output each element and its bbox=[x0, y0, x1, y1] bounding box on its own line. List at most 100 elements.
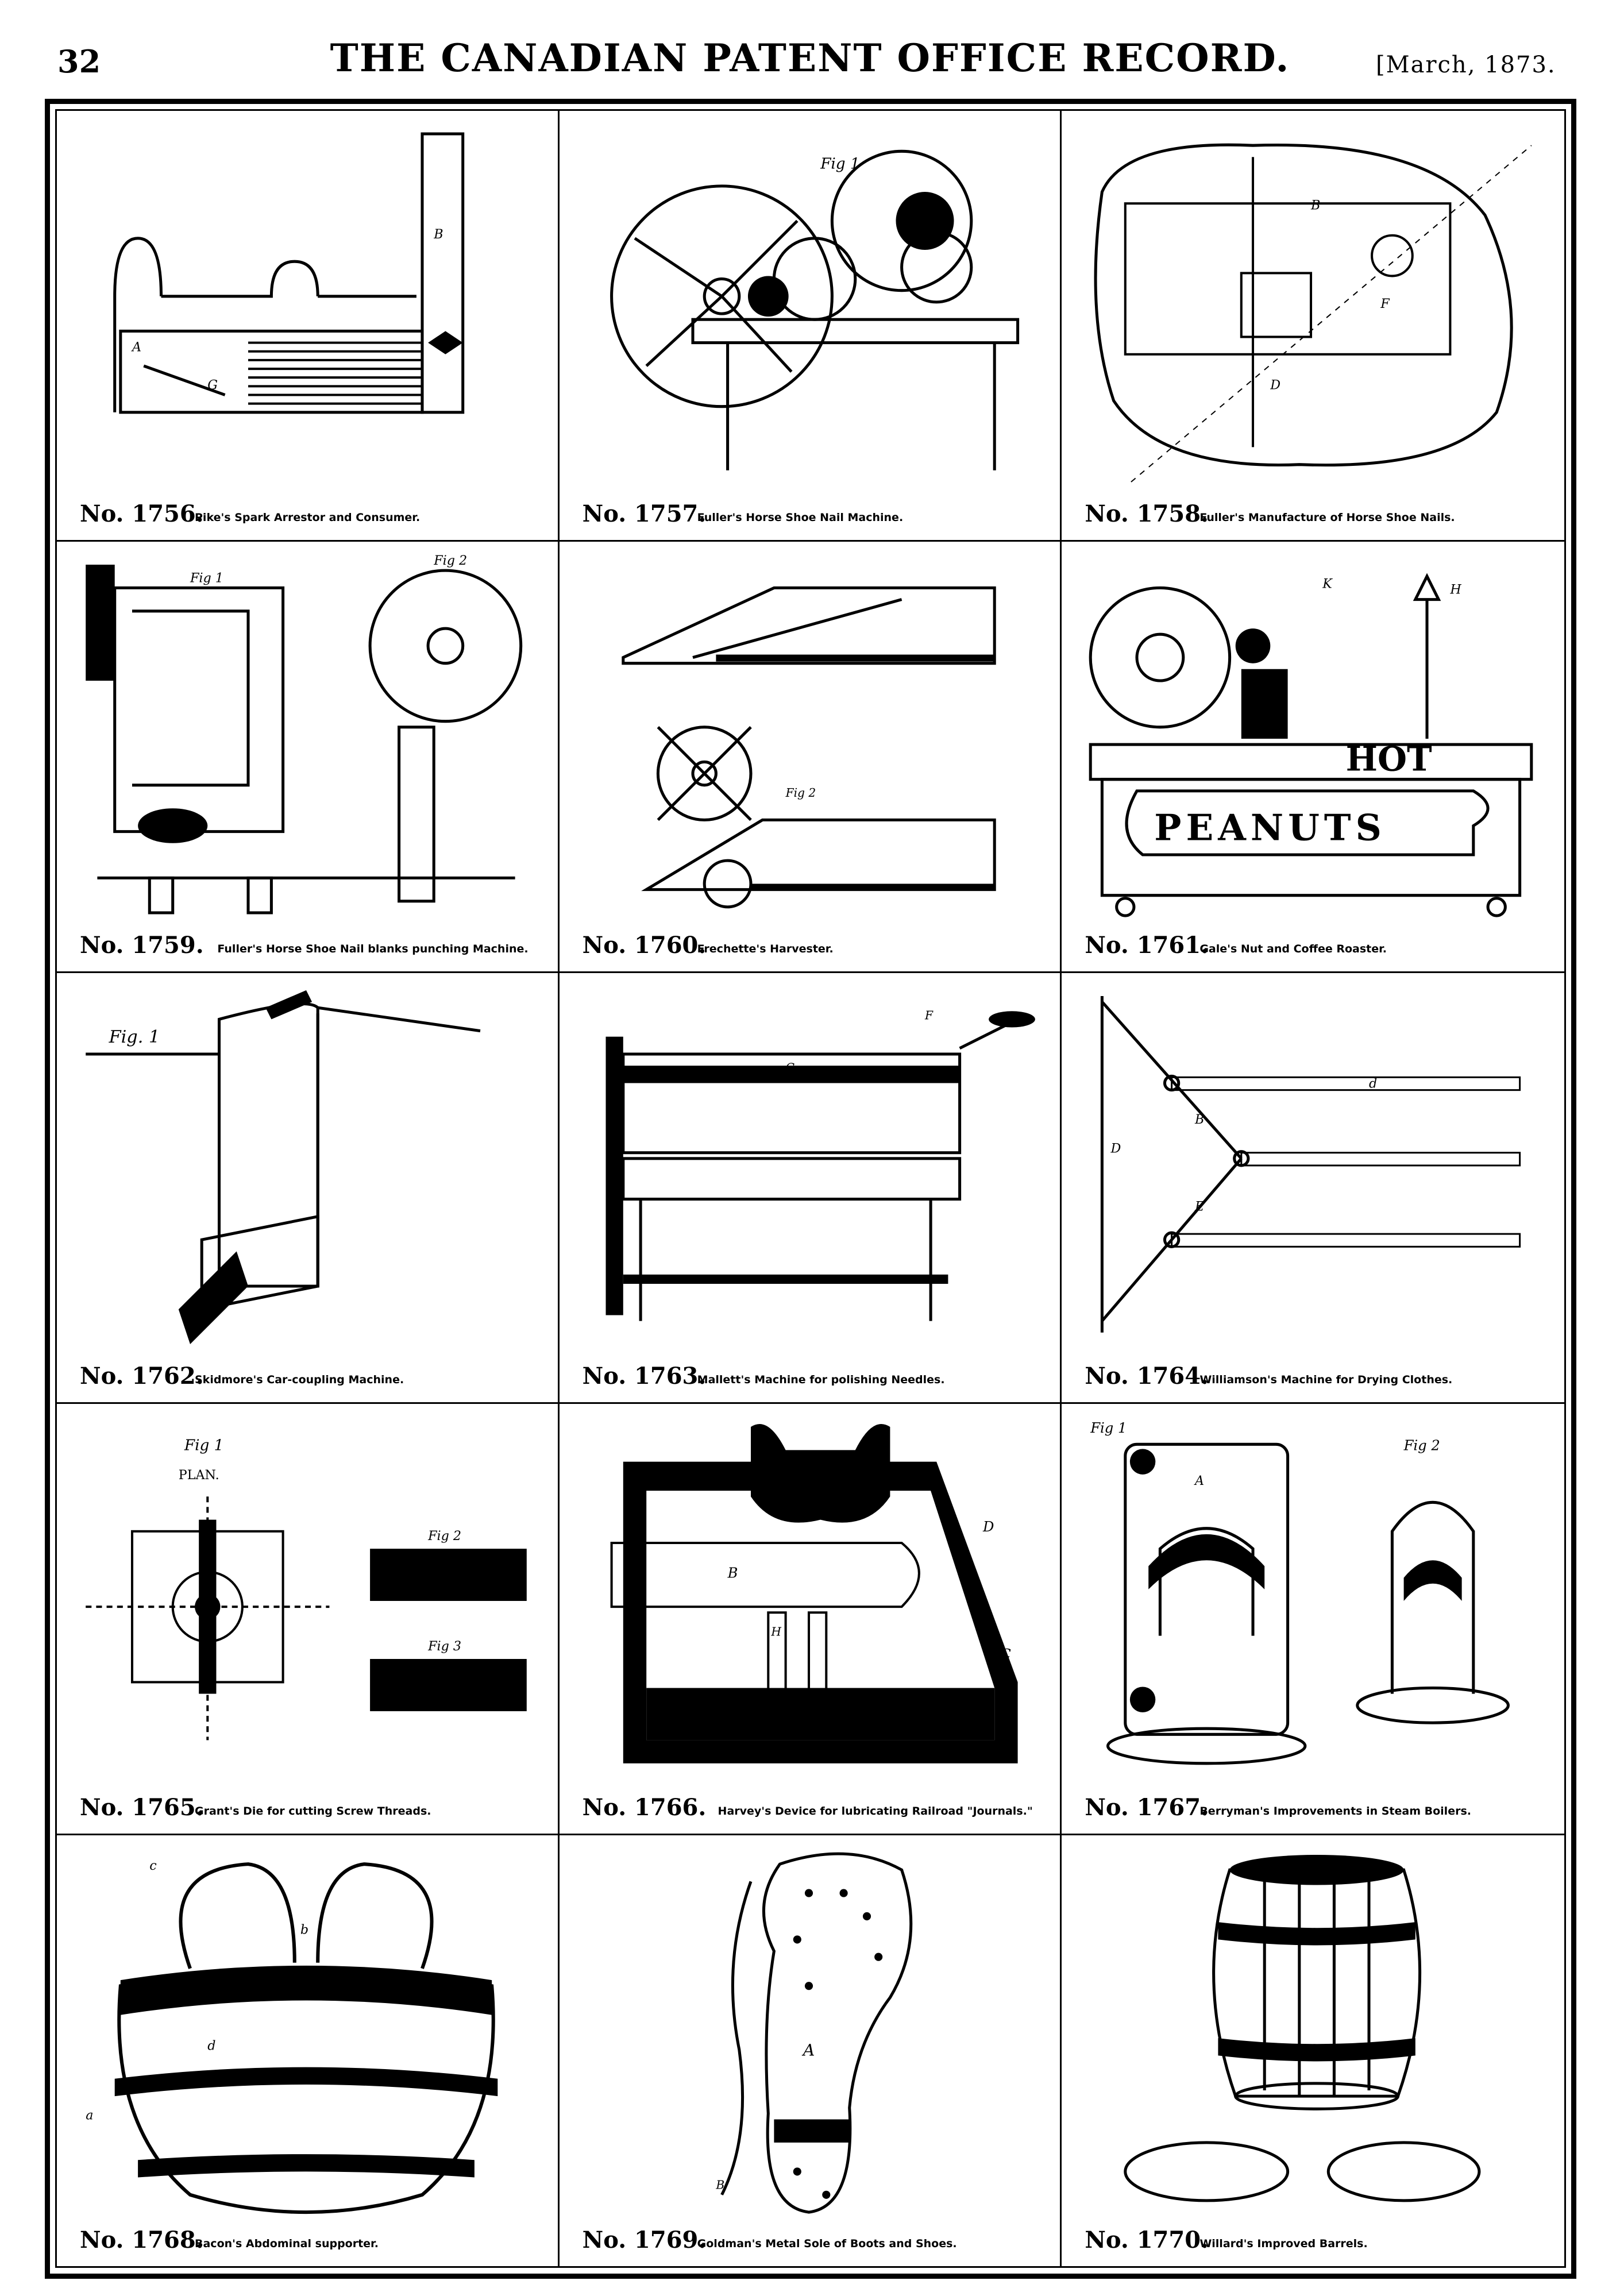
fig-letter: A bbox=[628, 1570, 639, 1587]
patent-cell: Fig. 1 No. 1762. Skidmore's Car-coupling… bbox=[57, 973, 560, 1404]
patent-cell: Fig 1 No. 1757. Fuller's Horse Shoe Nail… bbox=[559, 111, 1062, 542]
illustration: A B D C H bbox=[577, 1414, 1041, 1788]
illustration: HOT PEANUTS K H bbox=[1079, 552, 1543, 925]
fig-label: Fig 2 bbox=[433, 553, 467, 568]
fig-label: Fig 2 bbox=[427, 1529, 461, 1543]
steam-boiler-drawing: Fig 1 Fig 2 A bbox=[1090, 1419, 1510, 1765]
fig-label: Fig 3 bbox=[427, 1639, 461, 1654]
fig-letter: D bbox=[982, 1518, 994, 1535]
fig-letter: A bbox=[131, 340, 141, 355]
patent-title: Pike's Spark Arrestor and Consumer. bbox=[195, 511, 421, 524]
patent-number: No. 1766. bbox=[582, 1793, 707, 1821]
fig-label: Fig 1 bbox=[190, 571, 223, 586]
patent-number: No. 1762. bbox=[80, 1363, 204, 1390]
barrel-drawing bbox=[1124, 1854, 1481, 2202]
illustration: Fig 1 Fig 2 bbox=[74, 552, 538, 925]
patent-title: Fuller's Horse Shoe Nail blanks punching… bbox=[217, 942, 529, 955]
patent-title: Skidmore's Car-coupling Machine. bbox=[195, 1373, 404, 1387]
metal-sole-drawing: A B bbox=[715, 1852, 912, 2214]
journal-lubricator-drawing: A B D C H bbox=[610, 1424, 1018, 1764]
patent-number: No. 1760. bbox=[582, 931, 707, 959]
illustration: B F D bbox=[1079, 121, 1543, 495]
patent-number: No. 1767. bbox=[1085, 1793, 1209, 1821]
illustration: D B d E bbox=[1079, 983, 1543, 1357]
fig-letter: C bbox=[1000, 1646, 1011, 1662]
patent-cell: Fig 1 PLAN. Fig 2 Fig 3 No. 1765. Grant'… bbox=[57, 1404, 560, 1835]
patent-cell: B F D No. 1758. Fuller's Manufacture of … bbox=[1062, 111, 1564, 542]
plan-label: PLAN. bbox=[179, 1468, 219, 1483]
fig-letter: K bbox=[1322, 577, 1333, 592]
fig-letter: F bbox=[1380, 296, 1391, 311]
fig-label: Fig 1 bbox=[820, 156, 859, 173]
patent-number: No. 1765. bbox=[80, 1793, 204, 1821]
fig-letter: E bbox=[1194, 1199, 1204, 1214]
patent-title: Willard's Improved Barrels. bbox=[1199, 2237, 1368, 2250]
patent-title: Berryman's Improvements in Steam Boilers… bbox=[1199, 1804, 1471, 1817]
fig-letter: H bbox=[770, 1625, 781, 1639]
abdominal-supporter-drawing: a b c d bbox=[86, 1858, 498, 2214]
harvester-drawing: Fig 2 bbox=[621, 586, 996, 909]
clothes-dryer-drawing: D B d E bbox=[1101, 995, 1521, 1333]
patent-title: Fuller's Manufacture of Horse Shoe Nails… bbox=[1199, 511, 1455, 524]
page-header: 32 THE CANADIAN PATENT OFFICE RECORD. [M… bbox=[0, 0, 1620, 98]
fig-letter: D bbox=[1270, 377, 1281, 392]
patent-cell: D B d E No. 1764. Williamson's Machine f… bbox=[1062, 973, 1564, 1404]
patent-number: No. 1763. bbox=[582, 1363, 707, 1390]
fig-letter: F bbox=[924, 1008, 934, 1022]
fig-letter: b bbox=[300, 1922, 308, 1937]
fig-label: Fig 2 bbox=[785, 786, 816, 800]
patent-cell: No. 1770. Willard's Improved Barrels. bbox=[1062, 1835, 1564, 2266]
patent-cell: HOT PEANUTS K H No. 1761. Gale's Nut and… bbox=[1062, 542, 1564, 973]
inner-frame bbox=[55, 109, 1566, 2268]
fig-label: Fig 2 bbox=[1403, 1437, 1440, 1454]
patent-cell: A B G No. 1756. Pike's Spark Arrestor an… bbox=[57, 111, 560, 542]
patent-number: No. 1768. bbox=[80, 2226, 204, 2253]
spark-arrestor-drawing: A B G bbox=[113, 132, 465, 414]
patent-cell: A B No. 1769. Goldman's Metal Sole of Bo… bbox=[560, 1835, 1062, 2266]
fig-letter: B bbox=[433, 227, 443, 242]
patent-number: No. 1756. bbox=[80, 500, 204, 528]
fig-letter: d bbox=[1369, 1076, 1377, 1091]
nut-roaster-drawing: HOT PEANUTS K H bbox=[1089, 573, 1533, 917]
patent-title: Mallett's Machine for polishing Needles. bbox=[697, 1373, 945, 1387]
patent-title: Fuller's Horse Shoe Nail Machine. bbox=[697, 511, 904, 524]
fig-letter: C bbox=[785, 1060, 794, 1074]
sign-peanuts: PEANUTS bbox=[1155, 807, 1387, 849]
illustration: Fig. 1 bbox=[74, 983, 538, 1357]
patent-number: No. 1764. bbox=[1085, 1363, 1209, 1390]
patent-number: No. 1758. bbox=[1085, 500, 1209, 528]
fig-letter: B bbox=[1194, 1112, 1204, 1127]
patent-title: Grant's Die for cutting Screw Threads. bbox=[195, 1804, 431, 1817]
fig-letter: a bbox=[86, 2108, 93, 2123]
patent-cell: Fig 1 Fig 2 No. 1759. Fuller's Horse Sho… bbox=[57, 542, 560, 973]
illustration: Fig 1 PLAN. Fig 2 Fig 3 bbox=[74, 1414, 538, 1788]
page-title: THE CANADIAN PATENT OFFICE RECORD. bbox=[330, 36, 1290, 80]
illustration: a b c d bbox=[74, 1846, 538, 2219]
issue-date: [March, 1873. bbox=[1376, 52, 1556, 78]
horse-shoe-nails-drawing: B F D bbox=[1094, 143, 1532, 483]
fig-letter: A bbox=[801, 2040, 815, 2059]
fig-label: Fig 1 bbox=[1090, 1419, 1127, 1436]
patent-number: No. 1759. bbox=[80, 931, 204, 959]
patent-cell: Fig 2 No. 1760. Frechette's Harvester. bbox=[559, 542, 1062, 973]
illustration: Fig 2 bbox=[577, 552, 1041, 925]
outer-frame bbox=[45, 99, 1576, 2279]
illustration: Fig 1 Fig 2 A bbox=[1079, 1414, 1543, 1788]
nail-machine-drawing: Fig 1 bbox=[610, 149, 1019, 470]
illustration: Fig 1 bbox=[577, 121, 1041, 495]
illustration: C F bbox=[577, 983, 1041, 1357]
patent-cell: A B D C H No. 1766. Harvey's Device for … bbox=[559, 1404, 1062, 1835]
patent-number: No. 1770. bbox=[1085, 2226, 1209, 2253]
screw-die-drawing: Fig 1 PLAN. Fig 2 Fig 3 bbox=[86, 1437, 527, 1741]
patent-title: Goldman's Metal Sole of Boots and Shoes. bbox=[697, 2237, 957, 2250]
patent-title: Frechette's Harvester. bbox=[697, 942, 834, 955]
patent-title: Bacon's Abdominal supporter. bbox=[195, 2237, 379, 2250]
fig-letter: d bbox=[207, 2038, 215, 2053]
patent-number: No. 1757. bbox=[582, 500, 707, 528]
fig-letter: c bbox=[149, 1858, 157, 1873]
needle-polishing-drawing: C F bbox=[605, 1008, 1035, 1321]
patent-grid: A B G No. 1756. Pike's Spark Arrestor an… bbox=[57, 111, 1564, 2266]
patent-cell: Fig 1 Fig 2 A No. 1767. Berryman's Impro… bbox=[1062, 1404, 1564, 1835]
illustration: A B bbox=[577, 1846, 1041, 2219]
fig-label: Fig 1 bbox=[184, 1437, 223, 1454]
